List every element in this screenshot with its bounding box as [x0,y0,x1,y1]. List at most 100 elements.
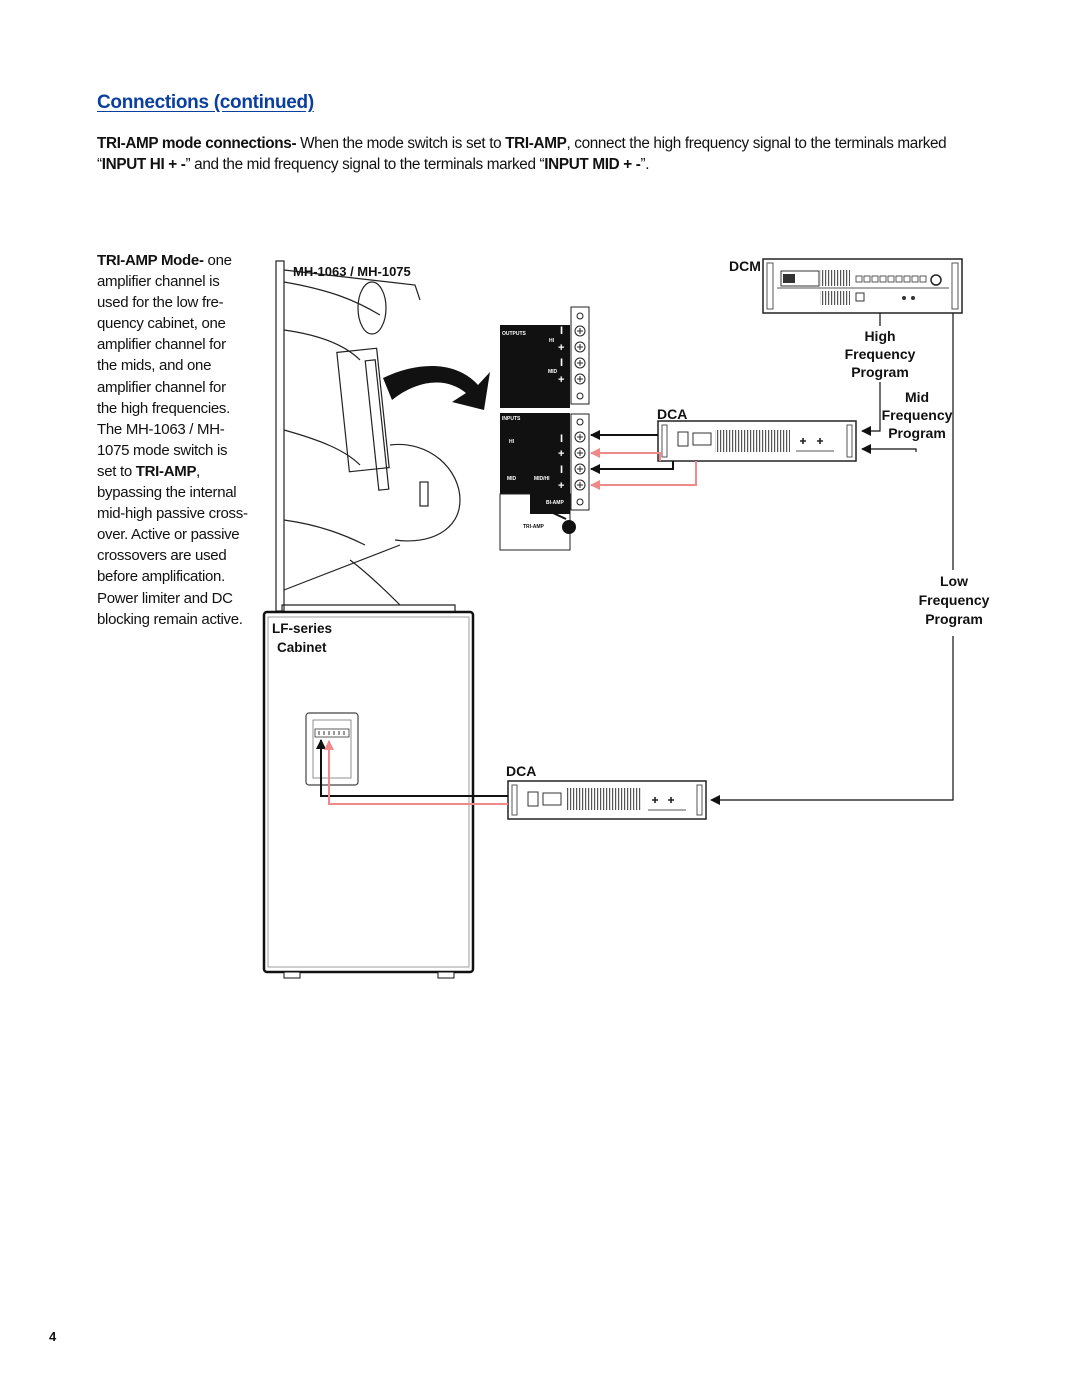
sidebar-line: amplifier channel for [97,336,226,354]
sidebar-line: 1075 mode switch is [97,441,228,459]
mid-label-1: Mid [905,389,929,405]
cabinet-input-plate [305,712,359,786]
low-program-line [710,636,954,805]
horn-contour-2 [283,329,361,361]
strip-screw [576,418,584,426]
horn-contour-1 [283,281,381,316]
speaker-model-label: MH-1063 / MH-1075 [293,264,411,279]
strip-screw [576,392,584,400]
high-program-line [861,382,881,436]
wire-lf-minus [316,739,508,797]
outputs-panel [500,325,570,408]
input-terminal-strip [570,413,590,511]
mh-speaker-illustration [275,260,461,613]
mode-switch-lever[interactable] [552,512,567,520]
dca-bottom-label: DCA [506,763,536,779]
cabinet-inner-edge [267,616,470,968]
sidebar-line: before amplification. [97,568,225,586]
sidebar-line: amplifier channel for [97,378,226,396]
dcm-power-button[interactable] [855,292,865,302]
sidebar-line: quency cabinet, one [97,315,226,333]
low-label-3: Program [925,611,983,627]
out-hi-minus: I [560,325,563,337]
high-label-2: Frequency [845,346,916,362]
dcm-knob[interactable] [930,274,942,286]
sidebar-set-to-bold: TRI-AMP [135,462,197,480]
panel-outputs-label: OUTPUTS [502,331,527,337]
sidebar-set-to-end: , [196,462,201,480]
cabinet-foot-right [437,971,455,979]
panel-inputs-label: INPUTS [502,416,521,422]
input-plate-inner [312,719,352,779]
intro-quote-open: “ [97,156,102,173]
speaker-frame-bar [275,260,285,612]
panel-mid-hi-label: MID/HI [534,476,550,482]
sidebar-line: used for the low fre- [97,294,224,312]
mid-label-3: Program [888,425,946,441]
sidebar-line: The MH-1063 / MH- [97,420,225,438]
high-label-3: Program [851,364,909,380]
panel-out-hi-label: HI [549,338,555,344]
dca-top-vents [715,430,790,452]
out-hi-plus: + [558,342,564,354]
intro-text-5: ”. [640,156,650,173]
in-hi-plus: + [558,448,564,460]
sidebar-line: crossovers are used [97,547,227,565]
sidebar-line: over. Active or passive [97,526,240,544]
intro-bold-input-mid: INPUT MID + - [544,156,641,173]
intro-text-4: ” and the mid frequency signal to the te… [185,156,545,173]
strip-screw [576,312,584,320]
panel-in-mid-label: MID [507,476,517,482]
wire-mid-minus [590,461,674,474]
in-hi-minus: I [560,433,563,445]
dca-amp-bottom [507,780,707,820]
mid-hi-block [530,470,570,514]
high-label-1: High [864,328,895,344]
sidebar-line: the high frequencies. [97,399,230,417]
hf-driver [357,281,387,335]
signal-wiring [316,313,954,805]
dcm-rack-ear-right [951,262,959,310]
sidebar-line: bypassing the internal [97,484,237,502]
support-arm [349,559,401,606]
sidebar-line: mid-high passive cross- [97,505,248,523]
sidebar-line: Power limiter and DC [97,589,233,607]
dca-amp-top [657,420,857,462]
dcm-rack-ear-left [766,262,774,310]
low-label-2: Frequency [919,592,990,608]
wire-hi-plus [590,448,661,461]
sidebar-title-rest: one [203,252,232,269]
mode-switch-knob[interactable] [562,520,576,534]
in-mid-plus: + [558,480,564,492]
dcm-label: DCM [729,258,761,274]
intro-bold-tri-amp: TRI-AMP [505,135,567,152]
cabinet-terminal-block[interactable] [314,728,350,738]
page-heading: Connections (continued) [97,92,314,113]
horn-contour-3 [283,429,361,466]
rear-connector [419,481,429,507]
dcm-vents-lower [820,291,850,305]
cabinet-label-line2: Cabinet [277,640,327,655]
dcm-vents [820,270,850,286]
cabinet-foot-left [283,971,301,979]
cabinet-body [262,610,475,974]
horn-bottom-edge [283,544,401,591]
lf-cabinet [262,610,475,979]
dcm-buttons[interactable] [855,275,927,283]
connector-panel: OUTPUTS HI MID INPUTS HI MID MID/HI BI-A… [499,306,590,551]
page-number: 4 [49,1329,57,1344]
intro-text-1: When the mode switch is set to [296,135,506,152]
sidebar-set-to-line: set to TRI-AMP, [97,461,252,482]
dca-bottom-vents [566,788,641,810]
out-mid-plus: + [558,374,564,386]
panel-bi-amp-label: BI-AMP [546,500,564,506]
out-mid-minus: I [560,357,563,369]
wire-lf-plus [324,740,508,805]
dca-top-label: DCA [657,406,687,422]
strip-screw [576,498,584,506]
sidebar-set-to: set to [97,462,136,480]
connect-arrow [383,365,490,410]
sidebar-title: TRI-AMP Mode- one [97,250,252,271]
intro-text-2: , connect the high frequency signal to t… [566,135,947,152]
